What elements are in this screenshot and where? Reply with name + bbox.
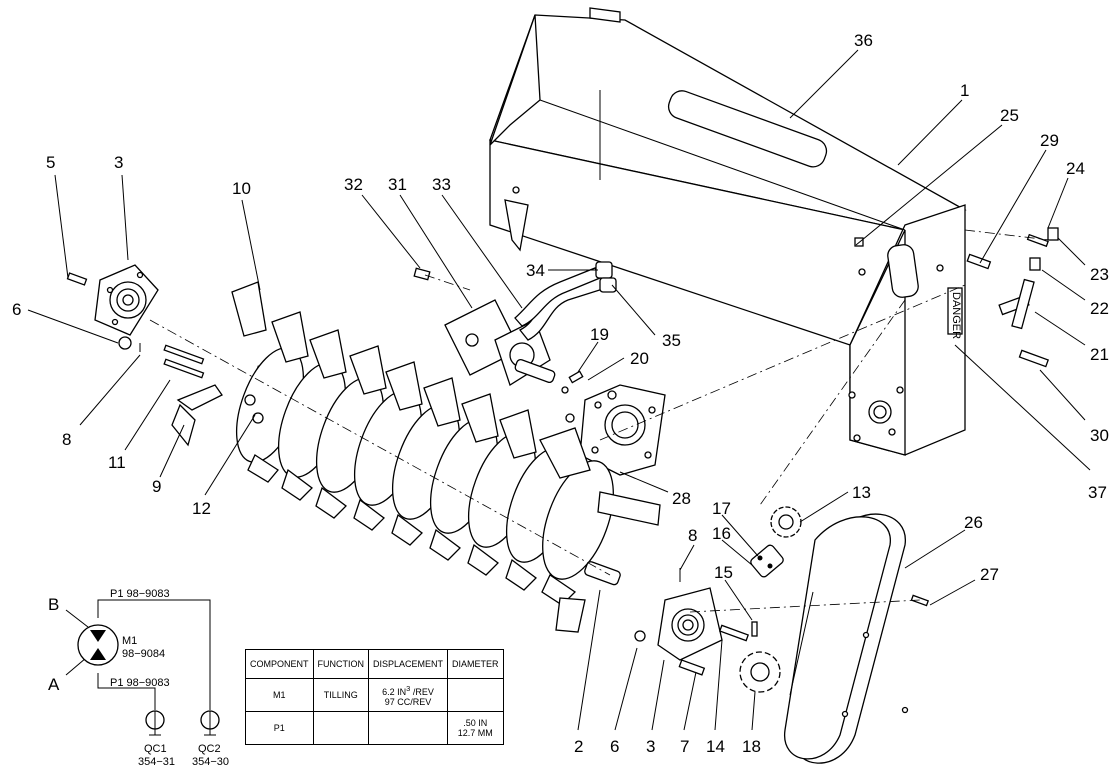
- header-component: COMPONENT: [245, 649, 314, 679]
- center-lines: [149, 229, 1051, 613]
- motor-name: M1: [122, 635, 137, 647]
- qc1-coupler: [145, 710, 165, 736]
- header-function: FUNCTION: [312, 649, 369, 679]
- cell-diameter: [447, 678, 504, 712]
- callout-37: 37: [1088, 483, 1107, 502]
- callout-28: 28: [672, 489, 691, 508]
- cell-component: M1: [245, 678, 314, 712]
- callout-23: 23: [1090, 265, 1109, 284]
- cell-function: [312, 711, 369, 745]
- tine-disc-9: [539, 427, 661, 633]
- callout-8-right: 8: [688, 526, 697, 545]
- port-a-label: A: [48, 675, 60, 694]
- callout-9: 9: [152, 477, 161, 496]
- motor-symbol: [77, 624, 119, 666]
- callout-27: 27: [980, 565, 999, 584]
- tine-bracket: [163, 344, 223, 447]
- qc1-part-number: 354−31: [138, 756, 175, 768]
- line-bottom-label: P1 98−9083: [110, 677, 170, 689]
- cell-displacement: 6.2 IN3 /REV 97 CC/REV: [367, 678, 449, 712]
- callout-12: 12: [192, 499, 211, 518]
- callout-5: 5: [46, 153, 55, 172]
- callout-17: 17: [712, 499, 731, 518]
- table-row: P1 .50 IN 12.7 MM: [245, 711, 504, 745]
- header-displacement: DISPLACEMENT: [367, 649, 449, 679]
- cell-displacement: [367, 711, 449, 745]
- callout-20: 20: [630, 349, 649, 368]
- callout-31: 31: [388, 175, 407, 194]
- callout-18: 18: [742, 737, 761, 756]
- callout-3-right: 3: [646, 737, 655, 756]
- callout-25: 25: [1000, 106, 1019, 125]
- leader-lines: [27, 49, 1091, 731]
- callout-13: 13: [852, 483, 871, 502]
- callout-16: 16: [712, 524, 731, 543]
- hydraulic-spec-table: COMPONENT FUNCTION DISPLACEMENT DIAMETER…: [245, 649, 504, 745]
- callout-14: 14: [706, 737, 725, 756]
- qc2-coupler: [200, 710, 220, 736]
- motor-part-number: 98−9084: [122, 648, 165, 660]
- tine-rotor: [231, 281, 661, 633]
- left-bearing: [66, 264, 159, 352]
- table-header-row: COMPONENT FUNCTION DISPLACEMENT DIAMETER: [245, 649, 504, 679]
- callout-15: 15: [714, 563, 733, 582]
- callout-34: 34: [526, 261, 545, 280]
- callout-24: 24: [1066, 159, 1085, 178]
- callout-26: 26: [964, 513, 983, 532]
- side-plate: [565, 384, 666, 476]
- callout-22: 22: [1090, 299, 1109, 318]
- callout-33: 33: [432, 175, 451, 194]
- danger-decal: [947, 287, 963, 335]
- callout-10: 10: [232, 179, 251, 198]
- callout-21: 21: [1090, 345, 1109, 364]
- cell-diameter: .50 IN 12.7 MM: [447, 711, 504, 745]
- table-row: M1 TILLING 6.2 IN3 /REV 97 CC/REV: [245, 678, 504, 712]
- chain-link: [750, 544, 784, 578]
- callout-8-left: 8: [62, 430, 71, 449]
- svg-text:DANGER: DANGER: [950, 292, 962, 339]
- callout-2: 2: [574, 737, 583, 756]
- tiller-housing: DANGER: [489, 7, 967, 456]
- callout-36: 36: [854, 31, 873, 50]
- upper-sprocket: [770, 506, 802, 538]
- callout-6-left: 6: [12, 300, 21, 319]
- port-b-label: B: [48, 595, 59, 614]
- qc1-name: QC1: [144, 743, 167, 755]
- callout-35: 35: [662, 331, 681, 350]
- callout-7: 7: [680, 737, 689, 756]
- lower-sprocket: [739, 651, 781, 693]
- hydraulic-motor: [413, 261, 617, 394]
- right-hardware: [854, 227, 1059, 368]
- callout-11: 11: [108, 453, 126, 472]
- callout-30: 30: [1090, 426, 1109, 445]
- hydraulic-schematic: B A M1 98−9084 P1 98−9083 P1 98−9083 QC1…: [48, 588, 229, 768]
- line-top-label: P1 98−9083: [110, 588, 170, 600]
- chain-cover: [784, 513, 930, 764]
- header-diameter: DIAMETER: [447, 649, 504, 679]
- callout-6-right: 6: [610, 737, 619, 756]
- callout-3-left: 3: [114, 153, 123, 172]
- callout-32: 32: [344, 175, 363, 194]
- qc2-name: QC2: [198, 743, 221, 755]
- callout-19: 19: [590, 325, 609, 344]
- right-bearing: [634, 568, 750, 676]
- qc2-part-number: 354−30: [192, 756, 229, 768]
- callout-labels: 36 1 25 29 24 23 22 21 30 37 5 3 10 32 3…: [12, 31, 1109, 756]
- callout-1: 1: [960, 81, 969, 100]
- callout-29: 29: [1040, 131, 1059, 150]
- cell-function: TILLING: [312, 678, 369, 712]
- cell-component: P1: [245, 711, 314, 745]
